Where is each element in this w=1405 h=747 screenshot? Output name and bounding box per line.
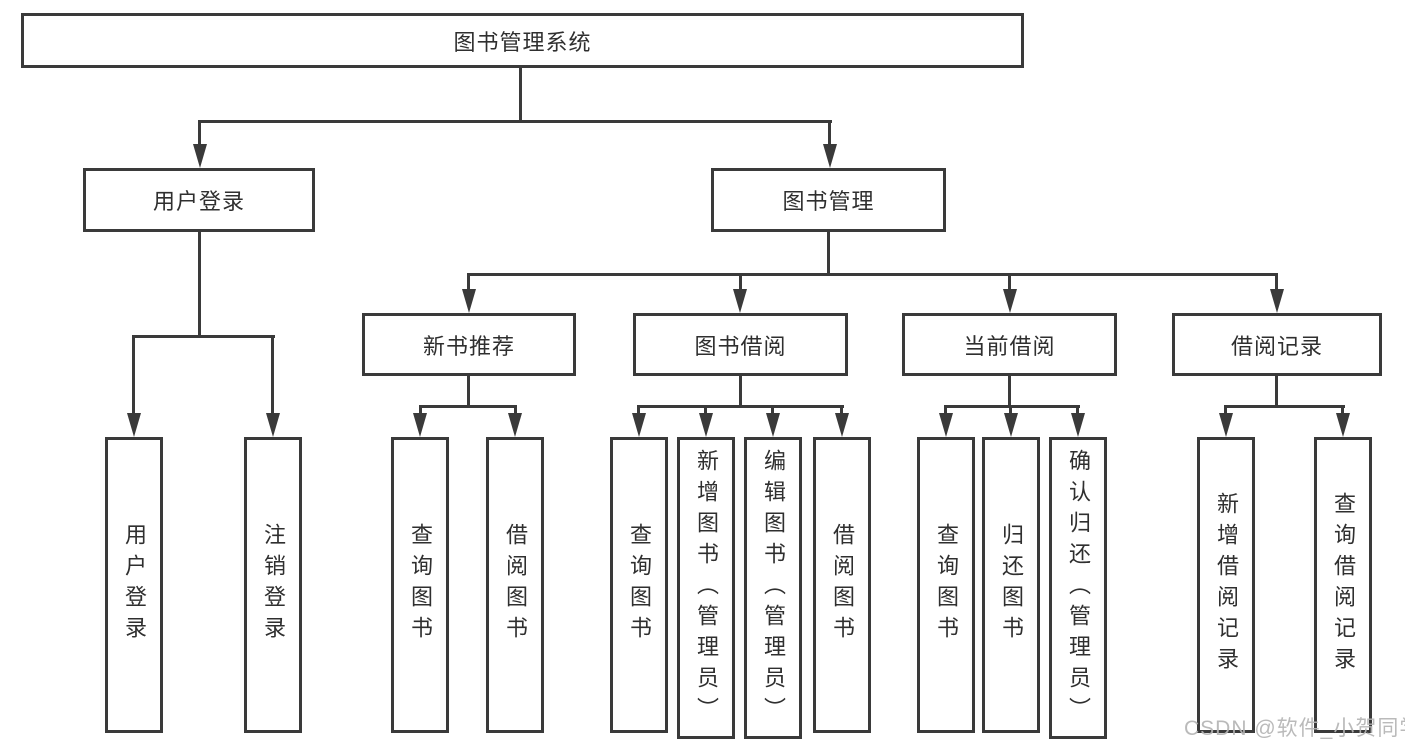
connector-nb-leaf2-stem — [514, 405, 517, 415]
connector-borrowing-records-group-stem — [1275, 376, 1278, 405]
connector-root-stem — [519, 68, 522, 120]
leaf-return-book-label: 归还图书 — [999, 523, 1024, 647]
connector-bb-leaf4-stem — [840, 405, 843, 415]
connector-to-book-borrowing-stem — [739, 273, 742, 291]
node-book-management-branch: 图书管理 — [711, 168, 946, 232]
arrow-cb-return-book-icon — [1004, 413, 1018, 437]
leaf-add-book-admin: 新增图书（管理员） — [677, 437, 735, 739]
connector-book-borrowing-group-stem — [739, 376, 742, 405]
leaf-logout-label: 注销登录 — [261, 523, 286, 647]
connector-current-borrowing-hbar — [944, 405, 1080, 408]
leaf-query-book-recommend-label: 查询图书 — [408, 523, 433, 647]
connector-new-book-stem — [467, 376, 470, 405]
connector-to-leaf-logout-stem — [271, 335, 274, 415]
arrow-to-leaf-user-login-icon — [127, 413, 141, 437]
arrow-to-borrowing-records-icon — [1270, 289, 1284, 313]
leaf-edit-book-admin: 编辑图书（管理员） — [744, 437, 802, 739]
arrow-br-query-record-icon — [1336, 413, 1350, 437]
arrow-to-new-book-icon — [462, 289, 476, 313]
connector-to-current-borrowing-stem — [1008, 273, 1011, 291]
node-new-book-recommendation-label: 新书推荐 — [422, 333, 515, 359]
leaf-borrow-book-recommend: 借阅图书 — [486, 437, 544, 733]
connector-bb-leaf2-stem — [704, 405, 707, 415]
node-root-label: 图书管理系统 — [453, 29, 592, 55]
arrow-nb-query-book-icon — [413, 413, 427, 437]
node-borrowing-records: 借阅记录 — [1172, 313, 1382, 376]
leaf-query-book-current: 查询图书 — [917, 437, 975, 733]
leaf-query-borrow-record-label: 查询借阅记录 — [1331, 492, 1356, 678]
arrow-to-book-management-icon — [823, 144, 837, 168]
connector-to-new-book-stem — [467, 273, 470, 291]
leaf-add-book-admin-label: 新增图书（管理员） — [694, 448, 719, 728]
arrow-br-add-record-icon — [1219, 413, 1233, 437]
node-borrowing-records-label: 借阅记录 — [1230, 333, 1323, 359]
connector-current-borrowing-group-stem — [1008, 376, 1011, 405]
leaf-borrow-book-recommend-label: 借阅图书 — [503, 523, 528, 647]
connector-root-hbar — [198, 120, 832, 123]
leaf-add-borrow-record-label: 新增借阅记录 — [1214, 492, 1239, 678]
node-book-borrowing-label: 图书借阅 — [694, 333, 787, 359]
arrow-cb-confirm-return-icon — [1071, 413, 1085, 437]
leaf-user-login: 用户登录 — [105, 437, 163, 733]
leaf-query-book-current-label: 查询图书 — [934, 523, 959, 647]
leaf-query-book-borrowing: 查询图书 — [610, 437, 668, 733]
connector-bb-leaf1-stem — [637, 405, 640, 415]
connector-bb-leaf3-stem — [771, 405, 774, 415]
leaf-query-book-recommend: 查询图书 — [391, 437, 449, 733]
connector-to-book-management-stem — [828, 120, 831, 146]
node-new-book-recommendation: 新书推荐 — [362, 313, 576, 376]
arrow-to-user-login-icon — [193, 144, 207, 168]
connector-nb-leaf1-stem — [419, 405, 422, 415]
arrow-bb-add-book-icon — [699, 413, 713, 437]
connector-cb-leaf1-stem — [944, 405, 947, 415]
arrow-bb-query-book-icon — [632, 413, 646, 437]
connector-cb-leaf2-stem — [1009, 405, 1012, 415]
arrow-to-leaf-logout-icon — [266, 413, 280, 437]
connector-book-management-stem — [827, 232, 830, 273]
node-current-borrowing: 当前借阅 — [902, 313, 1117, 376]
connector-to-borrowing-records-stem — [1275, 273, 1278, 291]
connector-cb-leaf3-stem — [1076, 405, 1079, 415]
connector-user-login-stem — [198, 232, 201, 335]
node-book-borrowing: 图书借阅 — [633, 313, 848, 376]
connector-book-management-hbar — [467, 273, 1278, 276]
leaf-borrow-book-borrowing-label: 借阅图书 — [830, 523, 855, 647]
leaf-confirm-return-admin-label: 确认归还（管理员） — [1066, 448, 1091, 728]
leaf-user-login-label: 用户登录 — [122, 523, 147, 647]
connector-to-user-login-stem — [198, 120, 201, 146]
node-user-login-branch-label: 用户登录 — [152, 189, 245, 214]
node-current-borrowing-label: 当前借阅 — [963, 333, 1056, 359]
connector-br-leaf2-stem — [1341, 405, 1344, 415]
leaf-borrow-book-borrowing: 借阅图书 — [813, 437, 871, 733]
arrow-to-current-borrowing-icon — [1003, 289, 1017, 313]
connector-to-leaf-user-login-stem — [132, 335, 135, 415]
arrow-nb-borrow-book-icon — [508, 413, 522, 437]
leaf-edit-book-admin-label: 编辑图书（管理员） — [761, 448, 786, 728]
node-book-management-branch-label: 图书管理 — [782, 189, 875, 214]
arrow-to-book-borrowing-icon — [733, 289, 747, 313]
connector-user-login-hbar — [132, 335, 275, 338]
leaf-query-borrow-record: 查询借阅记录 — [1314, 437, 1372, 733]
leaf-return-book: 归还图书 — [982, 437, 1040, 733]
connector-borrowing-records-hbar — [1224, 405, 1345, 408]
node-root-library-management-system: 图书管理系统 — [21, 13, 1024, 68]
leaf-logout: 注销登录 — [244, 437, 302, 733]
csdn-watermark: CSDN @软件_小贺同学 — [1184, 717, 1405, 740]
arrow-bb-borrow-book-icon — [835, 413, 849, 437]
node-user-login-branch: 用户登录 — [83, 168, 315, 232]
leaf-add-borrow-record: 新增借阅记录 — [1197, 437, 1255, 733]
leaf-query-book-borrowing-label: 查询图书 — [627, 523, 652, 647]
arrow-bb-edit-book-icon — [766, 413, 780, 437]
arrow-cb-query-book-icon — [939, 413, 953, 437]
leaf-confirm-return-admin: 确认归还（管理员） — [1049, 437, 1107, 739]
connector-br-leaf1-stem — [1224, 405, 1227, 415]
connector-new-book-hbar — [419, 405, 517, 408]
connector-book-borrowing-hbar — [637, 405, 844, 408]
